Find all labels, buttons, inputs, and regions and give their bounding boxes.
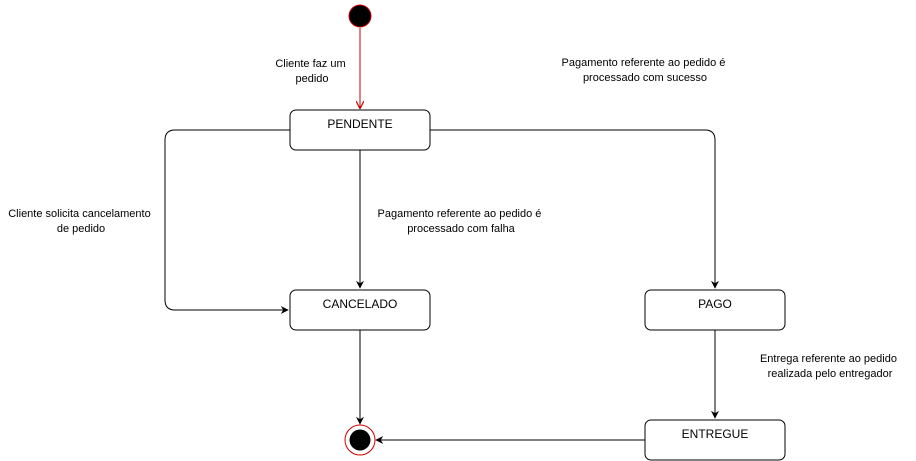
edge-pendente-to-cancelado-cliente: [164, 129, 290, 314]
label-pendente-to-pago-line2: processado com sucesso: [583, 72, 707, 84]
state-cancelado[interactable]: CANCELADO: [289, 289, 431, 331]
label-cliente-solicita-line1: Cliente solicita cancelamento: [8, 208, 150, 220]
label-pago-to-entregue: Entrega referente ao pedido realizada pe…: [760, 353, 900, 380]
label-pagamento-falha-line1: Pagamento referente ao pedido é: [378, 208, 542, 220]
state-entregue[interactable]: ENTREGUE: [644, 419, 786, 461]
label-start-to-pendente: Cliente faz um pedido: [275, 58, 348, 85]
state-pago[interactable]: PAGO: [644, 289, 786, 331]
edge-pendente-to-pago: [430, 129, 719, 289]
label-pendente-to-cancelado-cliente: Cliente solicita cancelamento de pedido: [8, 208, 154, 235]
label-start-to-pendente-line1: Cliente faz um: [275, 58, 345, 70]
state-pago-label: PAGO: [698, 297, 732, 311]
label-start-to-pendente-line2: pedido: [295, 73, 328, 85]
state-entregue-label: ENTREGUE: [682, 427, 749, 441]
state-pendente-label: PENDENTE: [327, 117, 392, 131]
state-cancelado-label: CANCELADO: [323, 297, 398, 311]
label-pendente-to-cancelado-falha: Pagamento referente ao pedido é processa…: [378, 208, 545, 235]
label-entrega-line2: realizada pelo entregador: [768, 368, 893, 380]
state-pendente[interactable]: PENDENTE: [289, 109, 431, 151]
label-cliente-solicita-line2: de pedido: [57, 223, 105, 235]
label-pagamento-falha-line2: processado com falha: [407, 223, 515, 235]
label-pendente-to-pago-line1: Pagamento referente ao pedido é: [562, 57, 726, 69]
final-state: [344, 424, 376, 456]
label-entrega-line1: Entrega referente ao pedido: [760, 353, 897, 365]
label-pendente-to-pago: Pagamento referente ao pedido é processa…: [562, 57, 729, 84]
initial-state: [348, 4, 372, 28]
